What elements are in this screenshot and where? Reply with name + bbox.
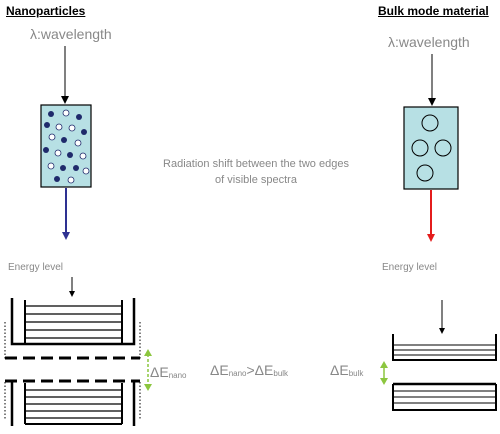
delta-compare-op: >ΔE <box>246 362 274 378</box>
nano-incident-arrowhead <box>61 96 69 104</box>
nanoparticle <box>47 162 55 170</box>
bulk-title: Bulk mode material <box>378 4 489 18</box>
nano-gap-arrowhead-down <box>144 384 152 391</box>
bulk-particle <box>434 139 452 157</box>
nanoparticle <box>60 165 66 171</box>
delta-comparison: ΔEnano>ΔEbulk <box>210 362 288 378</box>
nanoparticle <box>62 109 70 117</box>
bulk-energy-diagram <box>380 300 497 411</box>
nanoparticle <box>44 122 50 128</box>
nano-energy-arrowhead <box>69 291 75 297</box>
nanoparticles <box>43 109 90 184</box>
bulk-wavelength-label: λ:wavelength <box>388 34 470 50</box>
radiation-shift-line1: Radiation shift between the two edges <box>163 158 349 170</box>
nanoparticles-title: Nanoparticles <box>6 4 86 18</box>
nanoparticle <box>55 123 63 131</box>
delta-e-nano-symbol: ΔE <box>150 364 169 380</box>
delta-compare-b-sub: bulk <box>273 369 289 378</box>
bulk-particle <box>411 139 429 157</box>
nano-lower-band <box>10 382 136 426</box>
nano-gap-arrowhead-up <box>144 349 152 356</box>
delta-e-nano-label: ΔEnano <box>150 364 187 380</box>
nanoparticle <box>54 149 62 157</box>
nano-emitted-arrowhead <box>62 232 70 240</box>
bulk-gap-arrowhead-up <box>380 361 388 368</box>
nanoparticle <box>61 137 67 143</box>
nanoparticle <box>82 167 90 175</box>
nano-upper-band <box>10 298 136 346</box>
radiation-shift-text: Radiation shift between the two edges of… <box>136 156 376 188</box>
bulk-particle <box>416 164 434 182</box>
bulk-gap-arrowhead-down <box>380 378 388 385</box>
bulk-incident-arrowhead <box>428 98 436 106</box>
nanoparticle <box>74 139 82 147</box>
nanoparticle <box>43 147 49 153</box>
radiation-shift-line2: of visible spectra <box>215 174 297 186</box>
nanoparticle <box>67 176 75 184</box>
bulk-energy-level-label: Energy level <box>382 262 438 273</box>
delta-e-bulk-label: ΔEbulk <box>330 362 363 378</box>
nano-energy-diagram <box>4 277 152 426</box>
delta-e-bulk-sub: bulk <box>348 369 364 378</box>
delta-compare-a: ΔE <box>210 362 229 378</box>
nanoparticle <box>54 176 60 182</box>
delta-e-bulk-symbol: ΔE <box>330 362 349 378</box>
nano-wavelength-label: λ:wavelength <box>30 26 112 42</box>
nanoparticle <box>73 165 79 171</box>
nanoparticle <box>48 111 54 117</box>
nanoparticle <box>81 129 87 135</box>
nanoparticle <box>48 133 56 141</box>
nanoparticle <box>76 114 82 120</box>
nano-sample-box <box>40 104 92 188</box>
delta-e-nano-sub: nano <box>168 371 187 380</box>
nano-energy-level-label: Energy level <box>8 262 64 273</box>
delta-compare-a-sub: nano <box>228 369 247 378</box>
bulk-emitted-arrowhead <box>427 234 435 242</box>
bulk-upper-band <box>392 334 497 361</box>
nanoparticle <box>79 152 87 160</box>
bulk-particle <box>421 114 439 132</box>
nanoparticle <box>68 124 76 132</box>
nanoparticle <box>67 152 73 158</box>
bulk-energy-arrowhead <box>439 328 445 334</box>
